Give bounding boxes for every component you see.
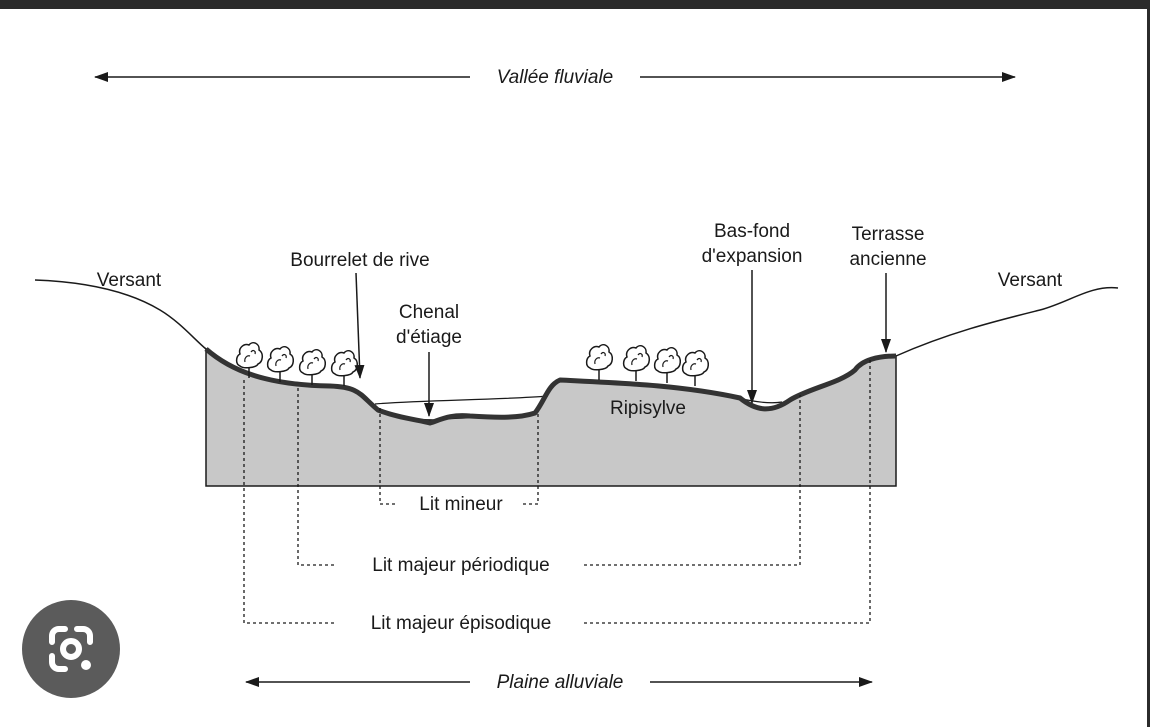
versant-left-label: Versant (97, 270, 162, 291)
bourrelet-label: Bourrelet de rive (290, 250, 429, 271)
google-lens-button[interactable] (22, 600, 120, 698)
terrasse-label-line1: Terrasse (852, 224, 925, 245)
chenal-label-line2: d'étiage (396, 327, 462, 348)
lit-majeur-periodique-bracket (297, 388, 801, 566)
ripisylve-label: Ripisylve (610, 398, 686, 419)
vallee-fluviale-label: Vallée fluviale (497, 67, 614, 88)
basfond-label-line1: Bas-fond (714, 221, 790, 242)
versant-right-slope (895, 286, 1119, 357)
right-border (1147, 9, 1150, 727)
lit-mineur-bracket (379, 408, 539, 505)
terrasse-label-line2: ancienne (849, 249, 926, 270)
bourrelet-pointer (354, 272, 365, 379)
versant-left-slope (34, 279, 207, 350)
plaine-alluviale-label: Plaine alluviale (497, 672, 624, 693)
lit-majeur-periodique-label: Lit majeur périodique (372, 555, 549, 576)
lit-majeur-episodique-label: Lit majeur épisodique (371, 613, 552, 634)
lit-mineur-label: Lit mineur (419, 494, 503, 515)
water-surface (374, 395, 549, 405)
top-border (0, 0, 1150, 9)
versant-right-label: Versant (998, 270, 1063, 291)
google-lens-icon (49, 626, 93, 672)
chenal-label-line1: Chenal (399, 302, 459, 323)
lit-majeur-episodique-bracket (243, 360, 871, 624)
basfond-label-line2: d'expansion (702, 246, 803, 267)
